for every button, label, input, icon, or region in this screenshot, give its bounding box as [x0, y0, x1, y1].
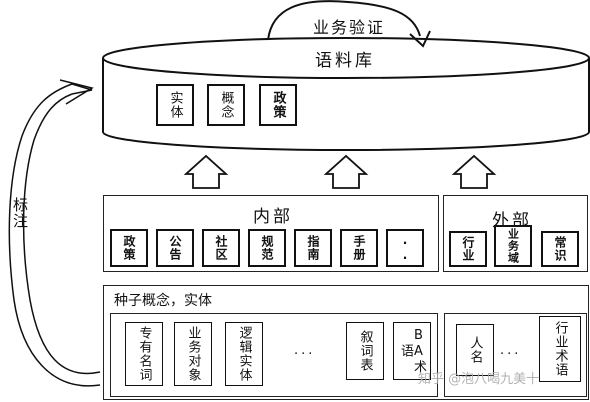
seed-item-ba-term: BA术语: [393, 322, 431, 380]
internal-item-manual: 手册: [340, 229, 378, 267]
validation-label: 业务验证: [313, 18, 386, 37]
seed-item-thesaurus: 叙词表: [346, 322, 384, 380]
internal-item-guide: 指南: [294, 229, 332, 267]
corpus-title: 语料库: [315, 51, 375, 71]
seed-item-business-object: 业务对象: [174, 322, 212, 386]
annotation-arrow: [8, 79, 101, 387]
internal-title: 内部: [253, 207, 293, 227]
internal-item-standard: 规范: [248, 229, 286, 267]
watermark: 知乎 @泡八喝九美十: [418, 372, 540, 387]
seed-item-logical-entity: 逻辑实体: [225, 322, 263, 386]
corpus-item-concept: 概念: [207, 84, 245, 126]
internal-section: [103, 195, 439, 272]
seed-right-ellipsis: ...: [500, 343, 522, 358]
corpus-item-entity: 实体: [156, 84, 194, 126]
external-item-industry: 行业: [449, 231, 487, 267]
annotation-label: 标注: [11, 197, 29, 229]
corpus-cylinder: [102, 37, 590, 151]
seed-section: [103, 285, 589, 400]
internal-item-community: 社区: [202, 229, 240, 267]
seed-left-group: [110, 313, 438, 397]
seed-right-group: [444, 313, 587, 397]
internal-item-announcement: 公告: [156, 229, 194, 267]
external-section: [443, 195, 588, 272]
internal-item-policy: 政策: [110, 229, 148, 267]
up-arrows: [183, 154, 497, 189]
external-item-common-sense: 常识: [541, 231, 579, 267]
external-item-business-domain: 业务域: [494, 225, 532, 267]
validation-arrow: [267, 0, 431, 48]
seed-left-ellipsis: ...: [294, 343, 316, 358]
seed-item-proper-noun: 专有名词: [125, 322, 163, 386]
seed-item-person-name: 人名: [456, 324, 494, 376]
internal-item-more: ..: [386, 229, 424, 267]
seed-item-industry-term: 行业术语: [539, 316, 581, 382]
seed-title: 种子概念，实体: [114, 293, 212, 309]
corpus-item-policy: 政策: [259, 84, 297, 126]
